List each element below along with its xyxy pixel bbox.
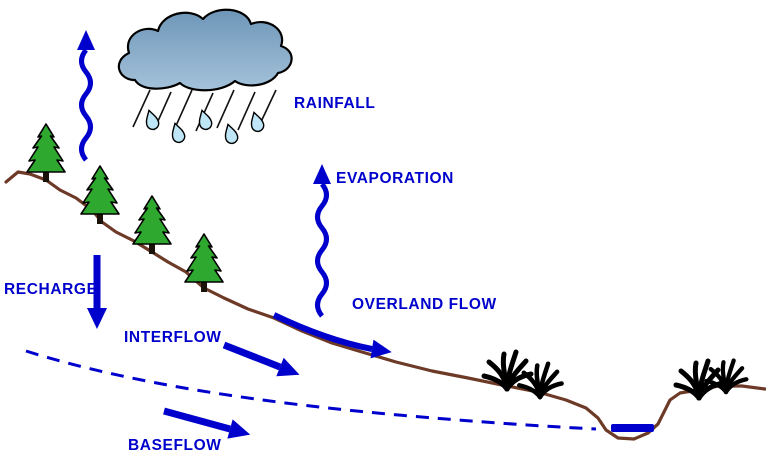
- overland-flow-label: OVERLAND FLOW: [352, 296, 497, 313]
- overland-flow-arrow: [272, 312, 392, 359]
- baseflow-arrow: [163, 407, 251, 439]
- rain-lines: [132, 89, 277, 132]
- baseflow-label: BASEFLOW: [128, 437, 222, 454]
- recharge-arrow: [87, 255, 107, 329]
- tree-icon: [184, 233, 224, 293]
- evaporation-arrow: [313, 164, 331, 318]
- surface-evaporation-arrow: [77, 30, 95, 162]
- tree-icon: [80, 165, 120, 225]
- raindrop-icon: [247, 110, 266, 134]
- cloud-icon: [117, 8, 293, 92]
- raindrop-icon: [221, 122, 240, 146]
- raindrop-icon: [195, 108, 214, 132]
- grass-tuft-icon: [519, 364, 561, 397]
- water-table-dashed-line: [25, 349, 597, 431]
- evaporation-label: EVAPORATION: [336, 170, 454, 187]
- rainfall-label: RAINFALL: [294, 95, 375, 112]
- interflow-arrow: [222, 341, 300, 377]
- recharge-label: RECHARGE: [4, 281, 98, 298]
- stream-water: [611, 424, 654, 432]
- interflow-label: INTERFLOW: [124, 329, 222, 346]
- tree-icon: [26, 123, 66, 183]
- raindrop-icon: [168, 121, 187, 145]
- raindrop-icon: [142, 108, 161, 132]
